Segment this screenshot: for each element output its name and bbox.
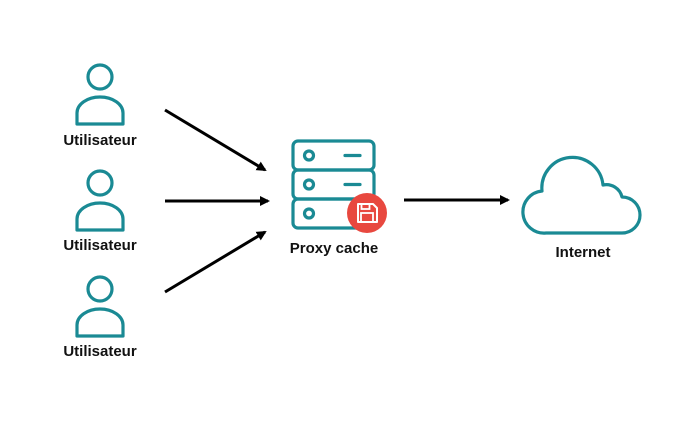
save-icon <box>347 193 387 233</box>
user-label: Utilisateur <box>63 343 137 360</box>
cloud-icon <box>521 155 642 235</box>
arrow-user3-to-proxy <box>164 230 267 294</box>
internet-label: Internet <box>555 244 611 261</box>
user-icon <box>75 169 125 232</box>
user-label: Utilisateur <box>63 132 137 149</box>
arrow-user1-to-proxy <box>164 108 267 172</box>
user-icon <box>75 63 125 126</box>
user-label: Utilisateur <box>63 237 137 254</box>
user-icon <box>75 275 125 338</box>
proxy-label: Proxy cache <box>289 240 379 257</box>
